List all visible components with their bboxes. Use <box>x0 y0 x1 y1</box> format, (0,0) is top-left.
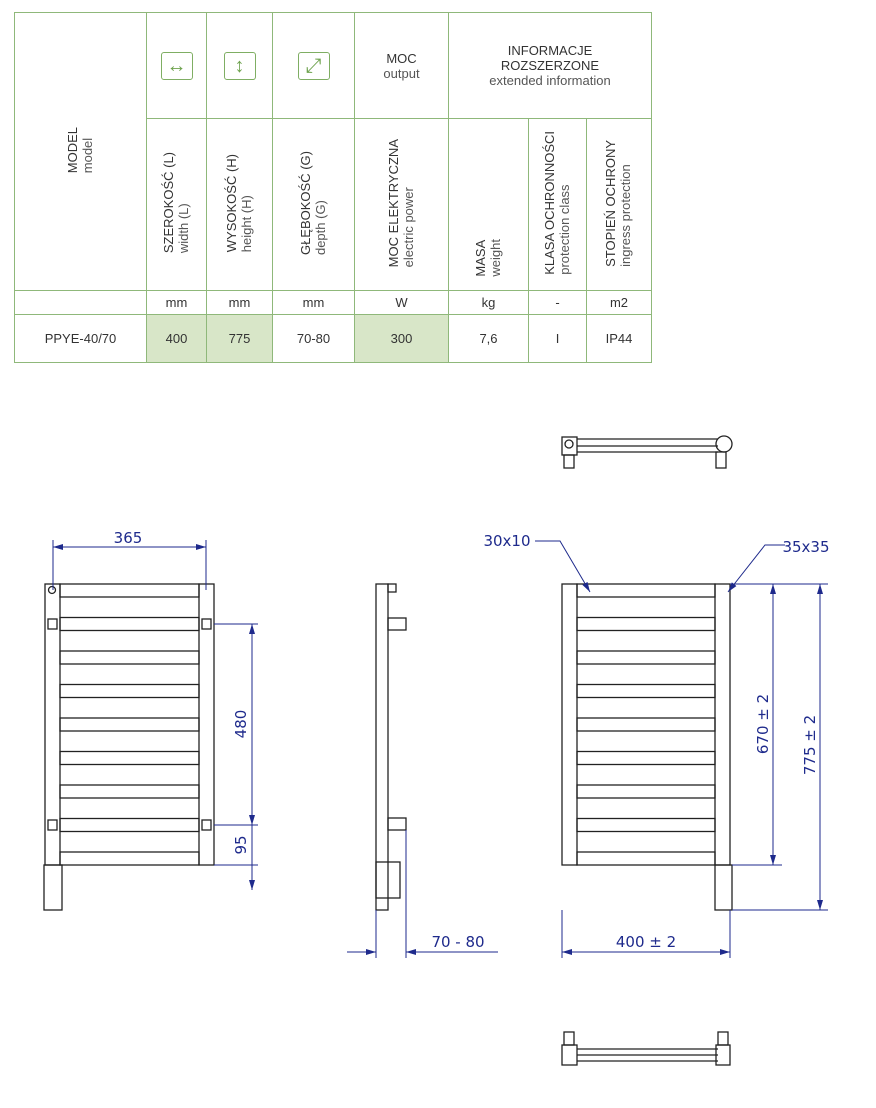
rail-bar <box>576 683 716 699</box>
rail-bar <box>59 616 200 632</box>
height-775-label: 775 ± 2 <box>801 715 819 775</box>
width-400-label: 400 ± 2 <box>616 933 676 951</box>
rail-bar <box>59 784 200 799</box>
unit: W <box>354 290 449 315</box>
rail-bar <box>576 583 716 598</box>
width-365-label: 365 <box>114 529 143 547</box>
rail-bar <box>59 750 200 766</box>
height-header: WYSOKOŚĆ (H)height (H) <box>206 118 273 291</box>
rail-bar <box>576 817 716 833</box>
side-view <box>375 583 407 911</box>
rail-bar <box>576 616 716 632</box>
bottom-view <box>561 1031 731 1066</box>
rail-bar <box>59 650 200 665</box>
rail-bar <box>576 784 716 799</box>
width-cell: 400 <box>146 314 207 363</box>
model-cell: PPYE-40/70 <box>14 314 147 363</box>
rail-bar <box>576 650 716 665</box>
rail-bar <box>576 851 716 866</box>
right-view <box>561 583 733 911</box>
rail-bar <box>59 717 200 732</box>
weight-cell: 7,6 <box>448 314 529 363</box>
ingress-cell: IP44 <box>586 314 652 363</box>
post-size-label: 35x35 <box>782 538 829 556</box>
rail-bar <box>59 817 200 833</box>
depth-cell: 70-80 <box>272 314 355 363</box>
power-cell: 300 <box>354 314 449 363</box>
diagonal-arrow-icon: ⤢ <box>297 51 330 80</box>
rail-bar <box>59 851 200 866</box>
vertical-arrow-icon: ↕ <box>223 51 256 80</box>
rail-bar <box>59 683 200 699</box>
bottom-95-label: 95 <box>232 835 250 854</box>
height-cell: 775 <box>206 314 273 363</box>
table-row: PPYE-40/70 400 775 70-80 300 7,6 I IP44 <box>14 314 652 363</box>
bar-size-label: 30x10 <box>483 532 530 550</box>
spacing-480-label: 480 <box>232 710 250 739</box>
top-view <box>561 435 733 469</box>
depth-label: 70 - 80 <box>431 933 484 951</box>
front-view <box>43 583 215 911</box>
horizontal-arrow-icon: ↔ <box>160 51 193 80</box>
unit: mm <box>146 290 207 315</box>
rail-bar <box>576 717 716 732</box>
rail-bar <box>59 583 200 598</box>
rail-bar <box>576 750 716 766</box>
height-670-label: 670 ± 2 <box>754 694 772 754</box>
